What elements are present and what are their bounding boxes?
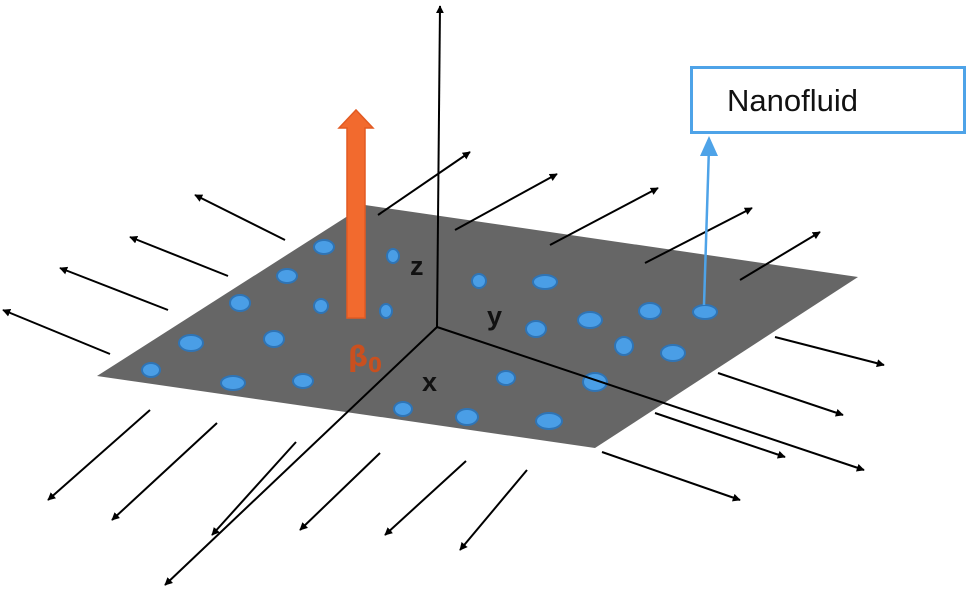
nanoparticle [614,336,634,356]
nanoparticle [532,274,558,290]
nanoparticle [276,268,298,284]
nanoparticle [525,320,547,338]
stretching-sheet [97,205,858,448]
callout-connector-arrowhead [700,136,718,156]
stretch-arrow [377,151,471,216]
nanoparticle [292,373,314,389]
nanoparticle [313,239,335,255]
nanoparticle [471,273,487,289]
nanoparticle [577,311,603,329]
magnetic-field-arrow [337,108,375,319]
nanoparticle [496,370,516,386]
nanoparticle [178,334,204,352]
x-axis-label: x [422,367,437,397]
nanoparticle [692,304,718,320]
stretch-arrow [549,187,659,246]
stretch-arrow [111,422,218,521]
nanofluid-label: Nanofluid [727,83,858,118]
x-axis [164,326,438,586]
nanoparticle [313,298,329,314]
stretch-arrow [644,207,753,264]
stretch-arrow [194,194,286,241]
stretch-arrow [774,336,885,368]
y-axis-label: y [487,301,502,331]
stretch-arrow [2,309,111,355]
nanoparticles [141,239,718,430]
stretch-arrow [454,173,558,231]
nanoparticle [455,408,479,426]
y-axis [436,326,865,472]
magnetic-field-subscript: 0 [368,353,382,377]
stretch-arrow [129,235,229,277]
nanoparticle [535,412,563,430]
nanoparticle [220,375,246,391]
nanoparticle [393,401,413,417]
magnetic-field-label: β [348,340,368,373]
nanoparticle [660,344,686,362]
z-axis-label: z [410,251,424,281]
stretch-arrow [739,231,821,281]
nanoparticle [263,330,285,348]
stretch-arrow [384,460,467,536]
stretch-arrow [459,469,528,551]
stretch-arrows [2,151,885,551]
stretch-arrow [717,372,844,417]
stretch-arrow [59,266,169,311]
svg-text:β0: β0 [348,340,382,377]
nanoparticle [379,303,393,319]
stretch-arrow [654,412,786,459]
nanoparticle [638,302,662,320]
callout-connector [702,146,711,306]
stretch-arrow [211,441,297,536]
nanofluid-callout: Nanofluid [690,66,966,134]
nanoparticle [229,294,251,312]
stretch-arrow [299,452,381,531]
nanoparticle [141,362,161,378]
z-axis [435,5,444,328]
stretch-arrow [47,409,151,501]
stretch-arrow [601,451,741,502]
nanoparticle [386,248,400,264]
coordinate-axes [164,5,865,586]
